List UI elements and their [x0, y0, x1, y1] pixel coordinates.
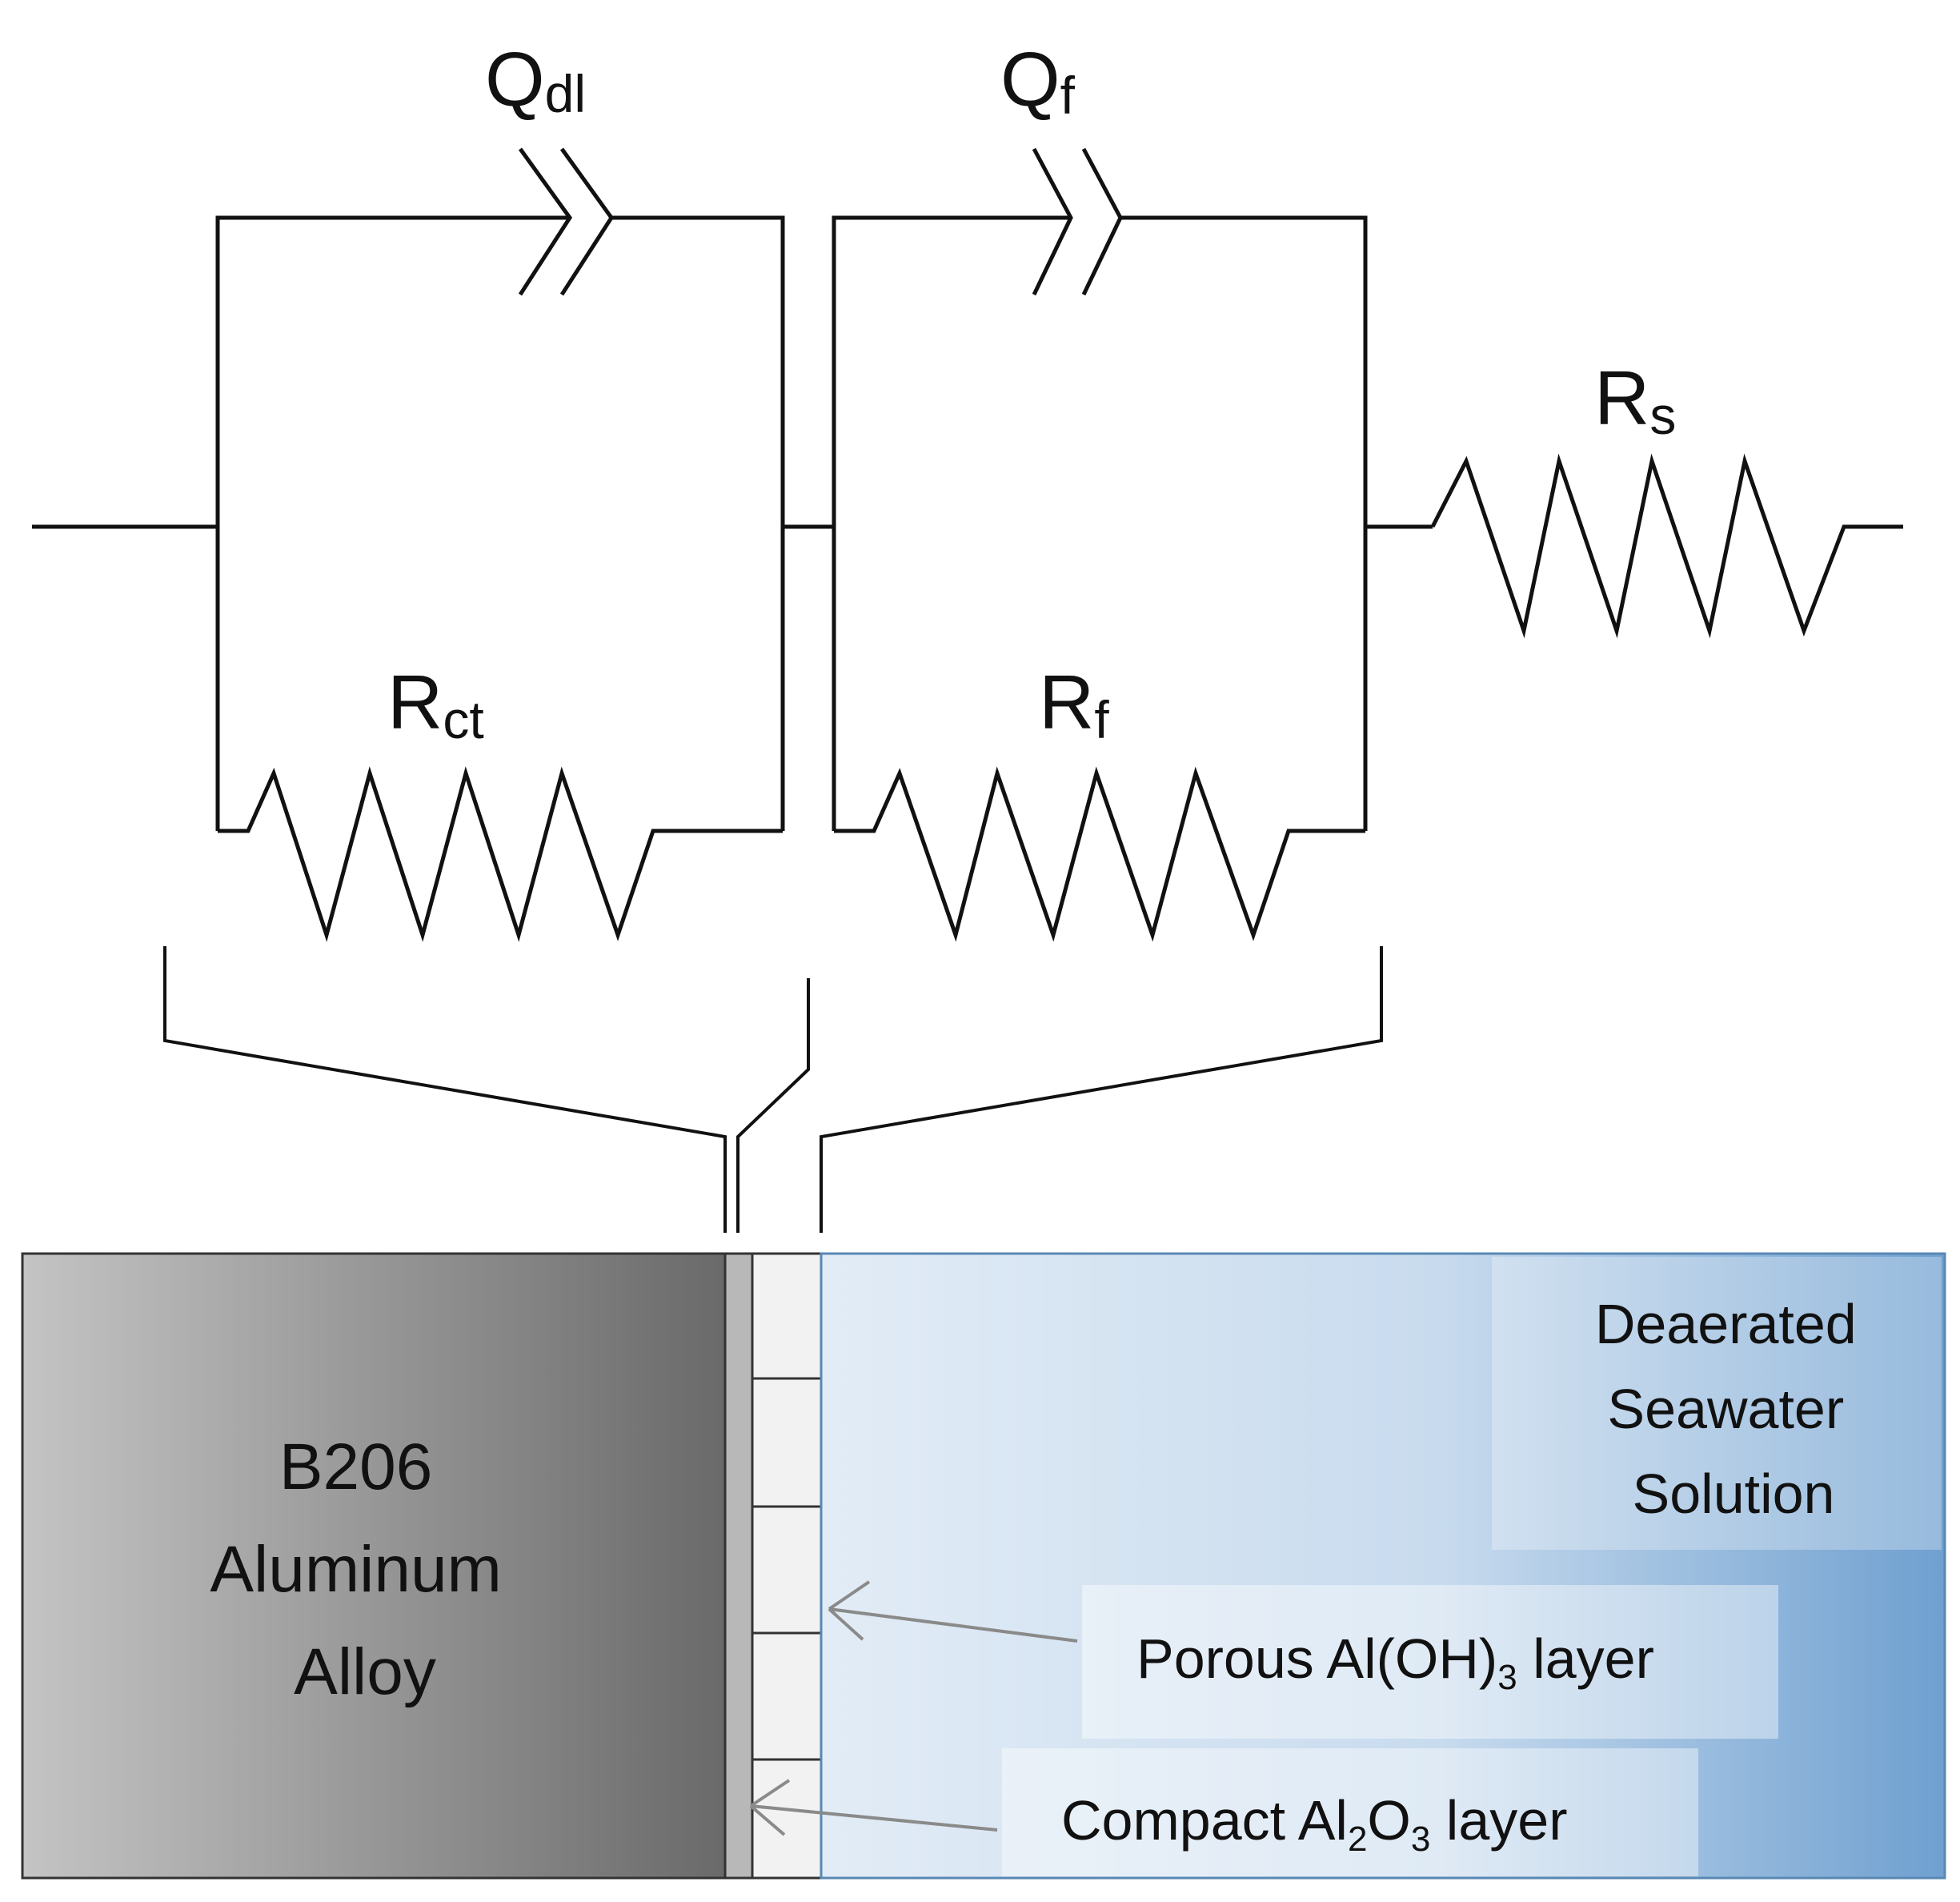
- connector-brackets: [163, 946, 1383, 1233]
- solution-label: Deaerated Seawater Solution: [1595, 1293, 1872, 1525]
- qf-cpe-symbol: [1032, 147, 1123, 296]
- rs-resistor: [1430, 453, 1903, 639]
- compact-arrow: [749, 1779, 998, 1836]
- rf-resistor: [834, 766, 1365, 942]
- qdl-label: Qdl: [485, 37, 586, 123]
- qf-rf-loop: [832, 147, 1368, 942]
- qdl-cpe-symbol: [518, 147, 615, 296]
- seawater-solution-block: [820, 1252, 1946, 1880]
- porous-label-panel: [1082, 1585, 1778, 1739]
- alloy-label: B206 Aluminum Alloy: [210, 1431, 519, 1708]
- solution-label-panel: [1492, 1257, 1942, 1550]
- qdl-rct-loop: [215, 147, 785, 942]
- left-bracket: [163, 946, 727, 1233]
- compact-oxide-layer: [723, 1252, 754, 1880]
- qdl-branch-wire: [215, 215, 785, 831]
- circuit: Qdl Qf Rs Rct Rf: [32, 37, 1903, 942]
- aluminum-alloy-block: [21, 1252, 727, 1880]
- middle-bracket: [736, 978, 810, 1233]
- interface-schematic: B206 Aluminum Alloy Deaerated Seawater S…: [21, 1252, 1946, 1880]
- qf-branch-wire: [832, 215, 1368, 831]
- porous-arrow: [828, 1580, 1078, 1643]
- rct-label: Rct: [387, 660, 484, 749]
- qf-label: Qf: [1000, 37, 1076, 125]
- porous-layer: [751, 1252, 823, 1880]
- rs-label: Rs: [1594, 355, 1676, 445]
- compact-label-panel: [1002, 1748, 1698, 1876]
- rct-resistor: [218, 766, 783, 942]
- rf-label: Rf: [1039, 660, 1109, 749]
- compact-label: Compact Al2O3 layer: [1061, 1789, 1568, 1859]
- right-bracket: [820, 946, 1383, 1233]
- porous-label: Porous Al(OH)3 layer: [1136, 1627, 1654, 1697]
